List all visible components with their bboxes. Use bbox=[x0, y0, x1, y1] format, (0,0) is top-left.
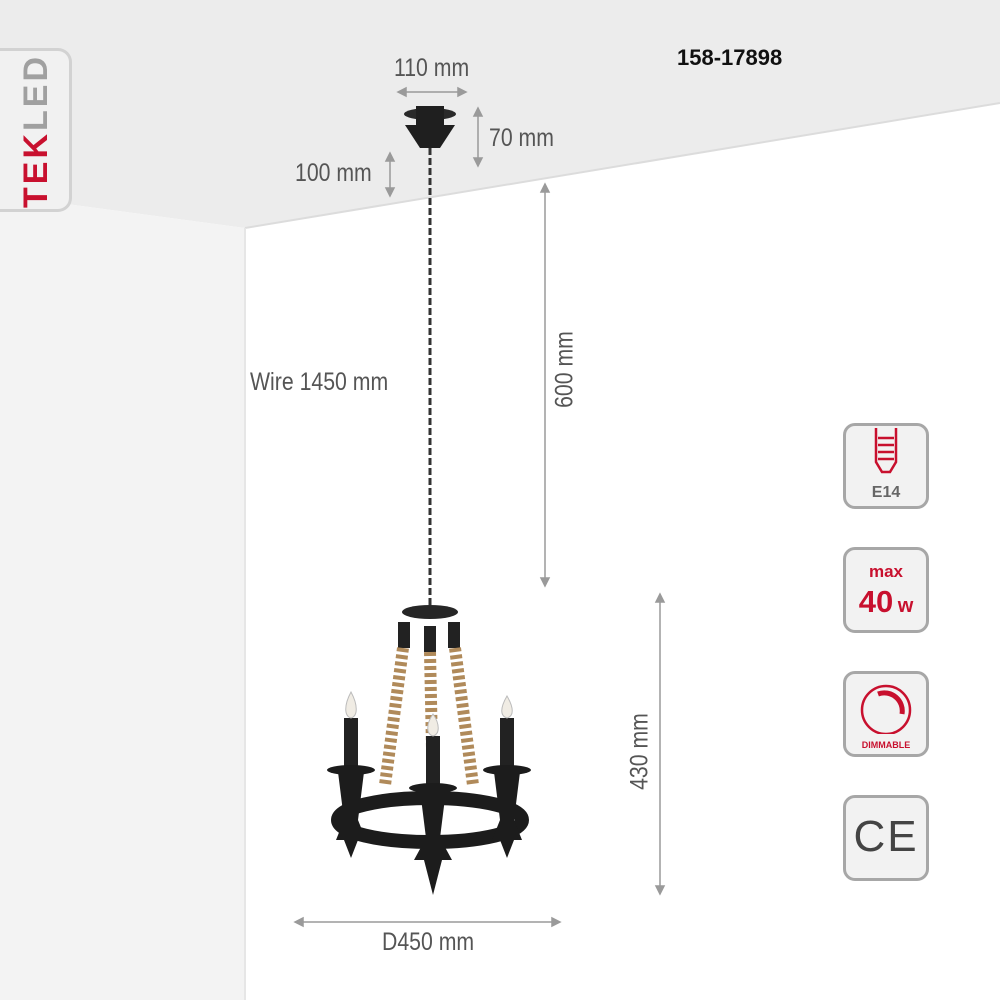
ce-badge: CE bbox=[843, 795, 929, 881]
canopy-offset-label: 100 mm bbox=[295, 159, 372, 187]
ce-mark: CE bbox=[853, 812, 919, 861]
wattage-number: 40 bbox=[858, 584, 894, 619]
max-wattage-badge: max 40 w bbox=[843, 547, 929, 633]
canopy-width-label: 110 mm bbox=[394, 54, 470, 82]
dimmable-badge: DIMMABLE bbox=[843, 671, 929, 757]
e14-label: E14 bbox=[871, 484, 901, 501]
left-wall bbox=[0, 195, 245, 1000]
chandelier bbox=[327, 106, 531, 895]
canopy-height-label: 70 mm bbox=[489, 124, 554, 152]
dimmer-icon bbox=[860, 684, 912, 734]
max-label: max bbox=[868, 562, 904, 581]
bulb-base-icon bbox=[874, 428, 898, 474]
diameter-label: D450 mm bbox=[382, 928, 475, 956]
dimension-lines bbox=[293, 86, 666, 928]
wire-length-label: Wire 1450 mm bbox=[250, 368, 389, 396]
brand-name: TEKLED bbox=[17, 54, 55, 208]
product-code: 158-17898 bbox=[677, 45, 783, 70]
e14-badge: E14 bbox=[843, 423, 929, 509]
wattage-unit: w bbox=[897, 595, 914, 617]
brand-logo: TEKLED bbox=[0, 48, 72, 212]
wattage-value: 40 w bbox=[846, 584, 926, 620]
ceiling bbox=[0, 0, 1000, 228]
body-height-label: 430 mm bbox=[625, 713, 654, 790]
dimmable-label: DIMMABLE bbox=[861, 740, 911, 750]
chain-length-label: 600 mm bbox=[550, 331, 579, 408]
